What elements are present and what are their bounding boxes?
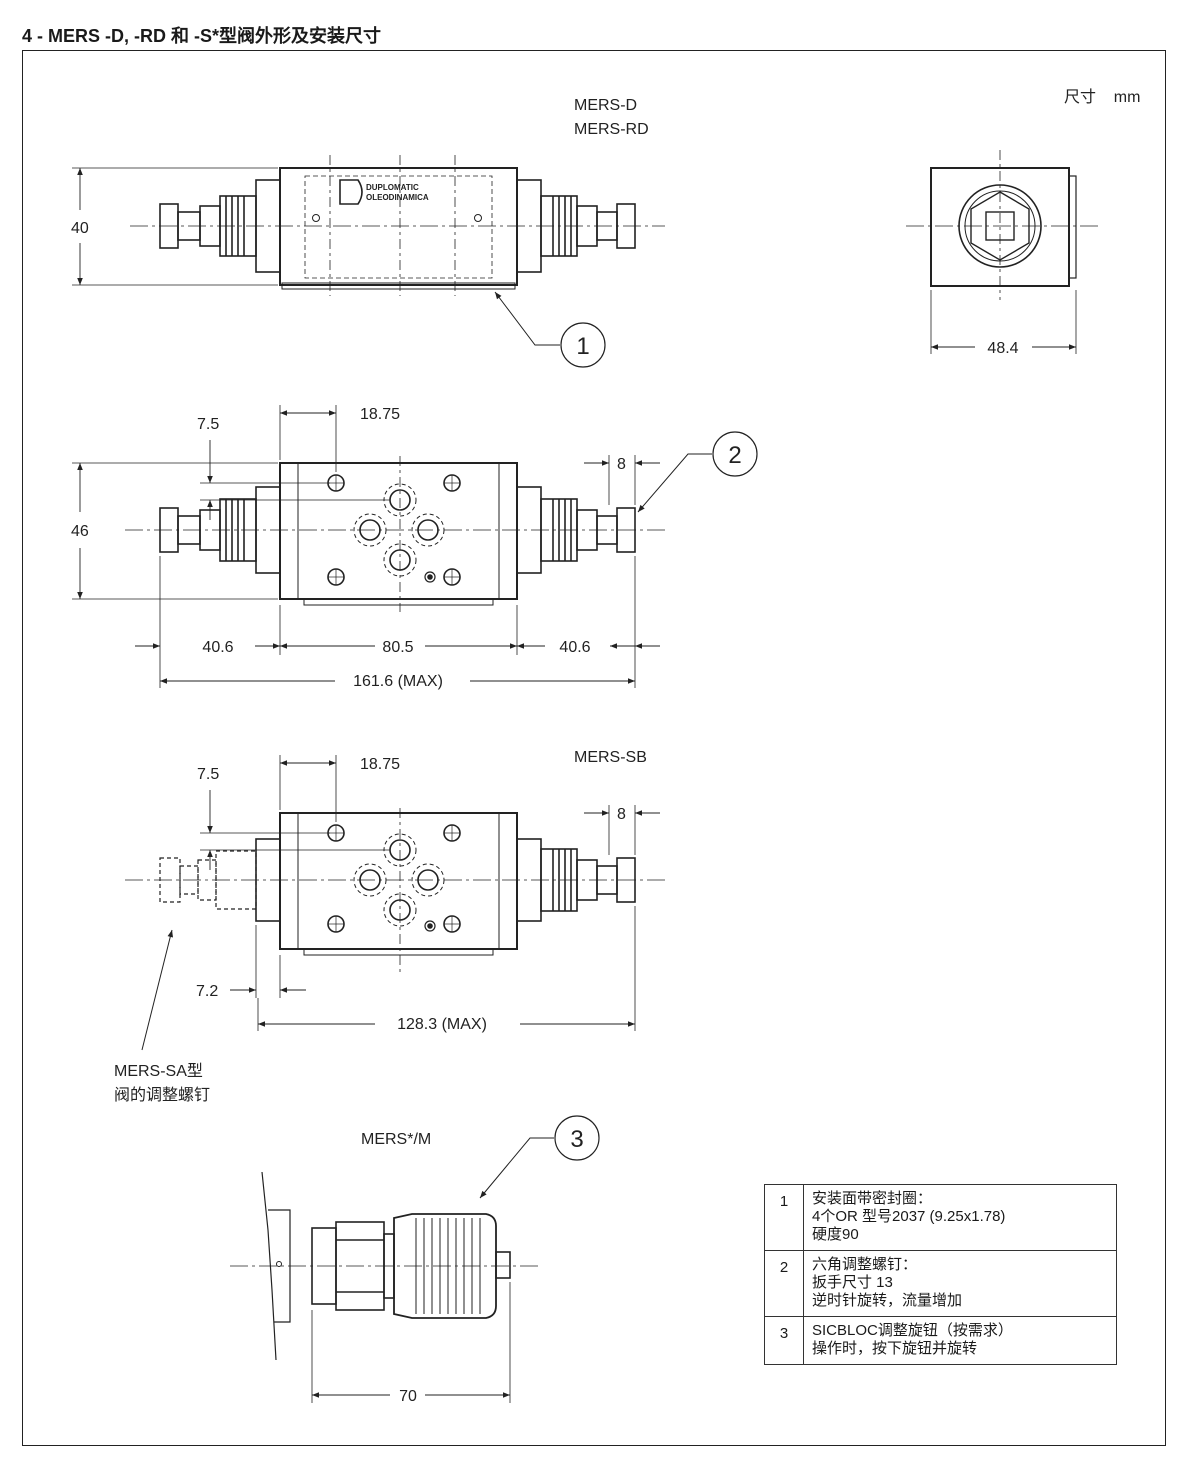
legend-line: SICBLOC调整旋钮（按需求）: [812, 1322, 1013, 1339]
plan-dim-46: 46: [71, 523, 89, 540]
legend-row: 2 六角调整螺钉： 扳手尺寸 13 逆时针旋转，流量增加: [764, 1250, 1117, 1317]
legend-line: 安装面带密封圈：: [812, 1190, 933, 1207]
sb-dim-8: 8: [617, 806, 626, 823]
plan-dim-total: 161.6 (MAX): [353, 673, 443, 690]
sb-dim-7-5: 7.5: [197, 766, 219, 783]
legend-description: 安装面带密封圈： 4个OR 型号2037 (9.25x1.78) 硬度90: [803, 1184, 1117, 1251]
plan-dim-18-75: 18.75: [360, 406, 400, 423]
sb-dim-7-2: 7.2: [196, 983, 218, 1000]
callout-3: 3: [570, 1126, 583, 1153]
plan-dim-left: 40.6: [202, 639, 233, 656]
legend-line: 逆时针旋转，流量增加: [812, 1292, 963, 1309]
callout-1: 1: [576, 333, 589, 360]
plan-dim-8: 8: [617, 456, 626, 473]
top-view-label-1: MERS-D: [574, 97, 637, 114]
legend-row: 1 安装面带密封圈： 4个OR 型号2037 (9.25x1.78) 硬度90: [764, 1184, 1117, 1251]
sb-view-label: MERS-SB: [574, 749, 647, 766]
m-view-label: MERS*/M: [361, 1131, 431, 1148]
sa-note-line-2: 阀的调整螺钉: [114, 1086, 210, 1104]
dim-40: 40: [71, 220, 89, 237]
top-view-label-2: MERS-RD: [574, 121, 649, 138]
legend-line: 六角调整螺钉：: [812, 1256, 918, 1273]
legend-line: 扳手尺寸 13: [812, 1274, 893, 1291]
legend-line: 硬度90: [812, 1226, 859, 1243]
legend-description: 六角调整螺钉： 扳手尺寸 13 逆时针旋转，流量增加: [803, 1250, 1117, 1317]
logo-text-1: DUPLOMATIC: [366, 183, 419, 192]
sb-dim-total: 128.3 (MAX): [397, 1016, 487, 1033]
callout-2: 2: [728, 442, 741, 469]
dim-48-4: 48.4: [987, 340, 1018, 357]
legend-row: 3 SICBLOC调整旋钮（按需求） 操作时，按下旋钮并旋转: [764, 1316, 1117, 1365]
sb-view: [125, 755, 668, 1051]
sa-note-line-1: MERS-SA型: [114, 1062, 203, 1080]
drawing-frame: [22, 50, 1166, 1446]
units-label: 尺寸 mm: [1064, 88, 1140, 106]
plan-dim-7-5: 7.5: [197, 416, 219, 433]
sb-dim-18-75: 18.75: [360, 756, 400, 773]
top-view: [72, 155, 665, 368]
m-dim-70: 70: [399, 1388, 417, 1405]
legend-number: 1: [764, 1184, 804, 1251]
logo-text-2: OLEODINAMICA: [366, 193, 429, 202]
page-title: 4 - MERS -D, -RD 和 -S*型阀外形及安装尺寸: [22, 26, 382, 46]
plan-view: [72, 405, 758, 688]
legend-number: 3: [764, 1316, 804, 1365]
m-view: [230, 1115, 600, 1403]
legend-line: 4个OR 型号2037 (9.25x1.78): [812, 1208, 1006, 1225]
plan-dim-right: 40.6: [559, 639, 590, 656]
legend-description: SICBLOC调整旋钮（按需求） 操作时，按下旋钮并旋转: [803, 1316, 1117, 1365]
side-view: [906, 150, 1100, 354]
legend-line: 操作时，按下旋钮并旋转: [812, 1340, 978, 1357]
legend-number: 2: [764, 1250, 804, 1317]
legend-table: 1 安装面带密封圈： 4个OR 型号2037 (9.25x1.78) 硬度90 …: [764, 1184, 1117, 1365]
plan-dim-mid: 80.5: [382, 639, 413, 656]
